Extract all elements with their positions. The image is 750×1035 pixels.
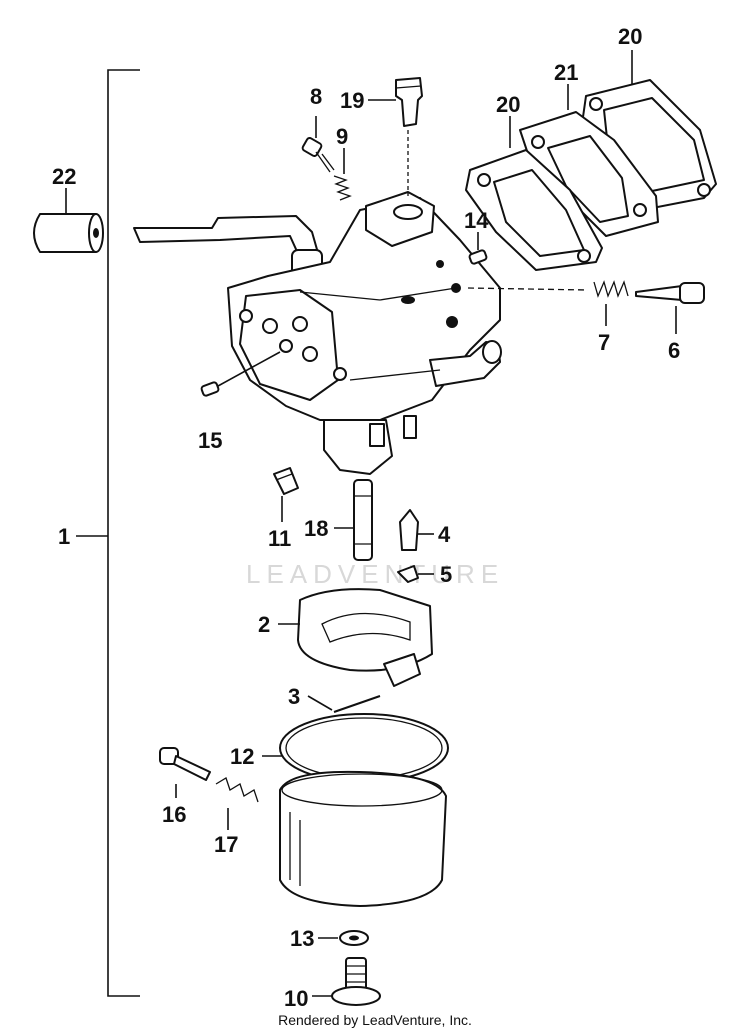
- callout-5: 5: [440, 562, 452, 587]
- part-2-float: [278, 588, 433, 687]
- part-6-needle: [635, 282, 705, 334]
- part-16-screw: [159, 747, 211, 798]
- part-9-spring: [333, 148, 352, 201]
- callout-12: 12: [230, 744, 254, 769]
- callout-20-back: 20: [618, 24, 642, 49]
- part-4-needle-valve: [399, 509, 434, 551]
- callout-3: 3: [288, 684, 300, 709]
- callout-6: 6: [668, 338, 680, 363]
- callout-13: 13: [290, 926, 314, 951]
- callout-20-front: 20: [496, 92, 520, 117]
- needle-axis: [467, 287, 589, 291]
- callout-16: 16: [162, 802, 186, 827]
- callout-14: 14: [464, 208, 489, 233]
- assembly-bracket: [76, 69, 140, 997]
- part-20-gasket-front: [465, 116, 603, 271]
- callout-15: 15: [198, 428, 222, 453]
- part-8-screw: [301, 116, 335, 173]
- callout-2: 2: [258, 612, 270, 637]
- part-11-screw: [273, 467, 299, 522]
- callout-4: 4: [438, 522, 451, 547]
- part-17-spring: [215, 777, 259, 830]
- watermark: LEADVENTURE: [246, 559, 504, 589]
- part-3-pin: [307, 695, 381, 713]
- render-credit: Rendered by LeadVenture, Inc.: [278, 1012, 472, 1028]
- part-10-bowl-screw: [312, 957, 381, 1006]
- part-15-plug: [200, 351, 281, 397]
- callout-17: 17: [214, 832, 238, 857]
- part-5-clip: [397, 565, 434, 583]
- callout-9: 9: [336, 124, 348, 149]
- callout-10: 10: [284, 986, 308, 1011]
- part-7-spring: [593, 280, 629, 326]
- part-14-plug: [468, 232, 488, 265]
- callout-21: 21: [554, 60, 578, 85]
- callout-22: 22: [52, 164, 76, 189]
- callout-18: 18: [304, 516, 328, 541]
- part-19-screw: [368, 77, 423, 127]
- callout-11: 11: [268, 526, 291, 551]
- callout-8: 8: [310, 84, 322, 109]
- callout-7: 7: [598, 330, 610, 355]
- part-18-tube: [334, 479, 373, 561]
- callout-1: 1: [58, 524, 70, 549]
- carburetor-body: [133, 191, 502, 475]
- callout-19: 19: [340, 88, 364, 113]
- part-13-washer: [318, 930, 369, 946]
- part-22-plug: [33, 188, 104, 253]
- float-bowl: [279, 770, 447, 907]
